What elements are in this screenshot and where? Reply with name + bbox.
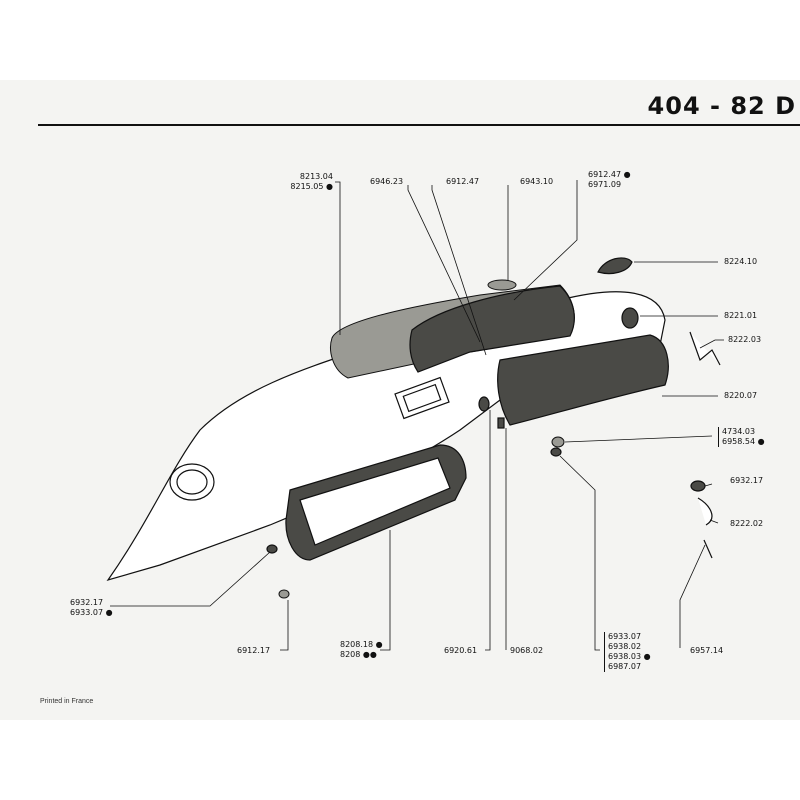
washer-6933 xyxy=(550,447,562,457)
callout-8220: 8220.07 xyxy=(724,391,758,400)
callout-8224: 8224.10 xyxy=(724,257,758,266)
title-rule xyxy=(38,124,800,126)
callout-8208: 8208.18 ● 8208 ●● xyxy=(340,640,383,659)
screw-6912-17 xyxy=(278,589,290,599)
hinge-8222-03 xyxy=(689,331,721,366)
clip-8221 xyxy=(621,307,639,329)
washer-4734 xyxy=(551,436,565,448)
page-title: 404 - 82 D xyxy=(647,92,796,120)
callout-6946: 6946.23 xyxy=(370,177,404,186)
callout-6943: 6943.10 xyxy=(520,177,554,186)
callout-8221: 8221.01 xyxy=(724,311,758,320)
rod-6957 xyxy=(703,539,713,559)
callout-6957: 6957.14 xyxy=(690,646,724,655)
callout-6933-group: 6933.07 6938.02 6938.03 ● 6987.07 xyxy=(604,632,651,672)
callout-9068: 9068.02 xyxy=(510,646,544,655)
knob-6943 xyxy=(487,279,517,291)
callout-6920: 6920.61 xyxy=(444,646,478,655)
hinge-8222-02 xyxy=(697,497,713,526)
nut-6932-left xyxy=(266,544,278,554)
nut-6932-17 xyxy=(690,480,706,492)
callout-6932-17-right: 6932.17 xyxy=(730,476,764,485)
callout-4734: 4734.03 6958.54 ● xyxy=(718,427,765,447)
stop-6920 xyxy=(478,396,490,412)
dash-top-pad-center xyxy=(409,285,575,373)
glovebox-lid xyxy=(497,334,669,426)
callout-8213: 8213.04 8215.05 ● xyxy=(290,172,333,191)
ashtray-8224 xyxy=(597,257,633,275)
printed-in-note: Printed in France xyxy=(40,698,94,705)
callout-8222-03: 8222.03 xyxy=(728,335,762,344)
callout-6932-6933: 6932.17 6933.07 ● xyxy=(70,598,113,617)
plate-9068 xyxy=(497,417,505,429)
callout-6912-6971: 6912.47 ● 6971.09 xyxy=(588,170,631,189)
callout-6912-47: 6912.47 xyxy=(446,177,480,186)
callout-6912-17: 6912.17 xyxy=(237,646,271,655)
callout-8222-02: 8222.02 xyxy=(730,519,764,528)
